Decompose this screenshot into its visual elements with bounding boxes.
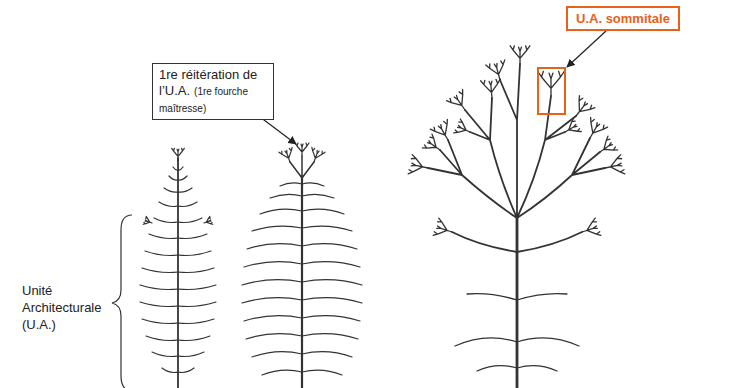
twig-fork: [172, 148, 185, 160]
twig-fork: [447, 89, 473, 115]
callout-box: 1re réitération de l’U.A.(1re fourche ma…: [152, 63, 274, 120]
master-fork: [290, 156, 314, 178]
twig-fork: [307, 147, 325, 164]
twig-cluster: [408, 46, 625, 241]
box-title: U.A. sommitale: [576, 11, 670, 26]
highlight-frame: [538, 68, 565, 114]
twig-fork: [486, 60, 510, 83]
twig-fork: [510, 46, 530, 64]
tree-branches: [242, 183, 362, 375]
twig-fork: [454, 119, 473, 139]
twig-fork: [481, 79, 502, 99]
brace-bracket: [112, 215, 132, 388]
twig-fork: [279, 147, 297, 164]
tree-mature: [408, 46, 625, 388]
bracket-label: Unité Architecturale (U.A.): [22, 282, 114, 333]
tree-first-reiteration: [242, 143, 362, 388]
twig-fork: [582, 117, 608, 143]
twig-fork: [579, 218, 601, 241]
twig-fork: [538, 71, 565, 96]
twig-fork: [433, 218, 455, 241]
twig-fork: [422, 134, 444, 157]
twig-fork: [295, 143, 309, 156]
twig-fork: [561, 118, 581, 138]
highlight-callout-box: U.A. sommitale: [566, 6, 680, 31]
twig-fork: [143, 216, 153, 227]
tree-low-branches: [455, 294, 579, 371]
leader-arrow: [567, 31, 606, 67]
tree-crown-limbs: [428, 64, 605, 252]
tree-branches: [140, 167, 216, 373]
twig-fork: [595, 136, 617, 159]
twig-fork: [408, 155, 430, 178]
tree-architectural-unit: [140, 148, 216, 388]
twig-fork: [603, 155, 625, 178]
twig-fork: [203, 216, 213, 227]
tree-trunk: [516, 218, 519, 388]
